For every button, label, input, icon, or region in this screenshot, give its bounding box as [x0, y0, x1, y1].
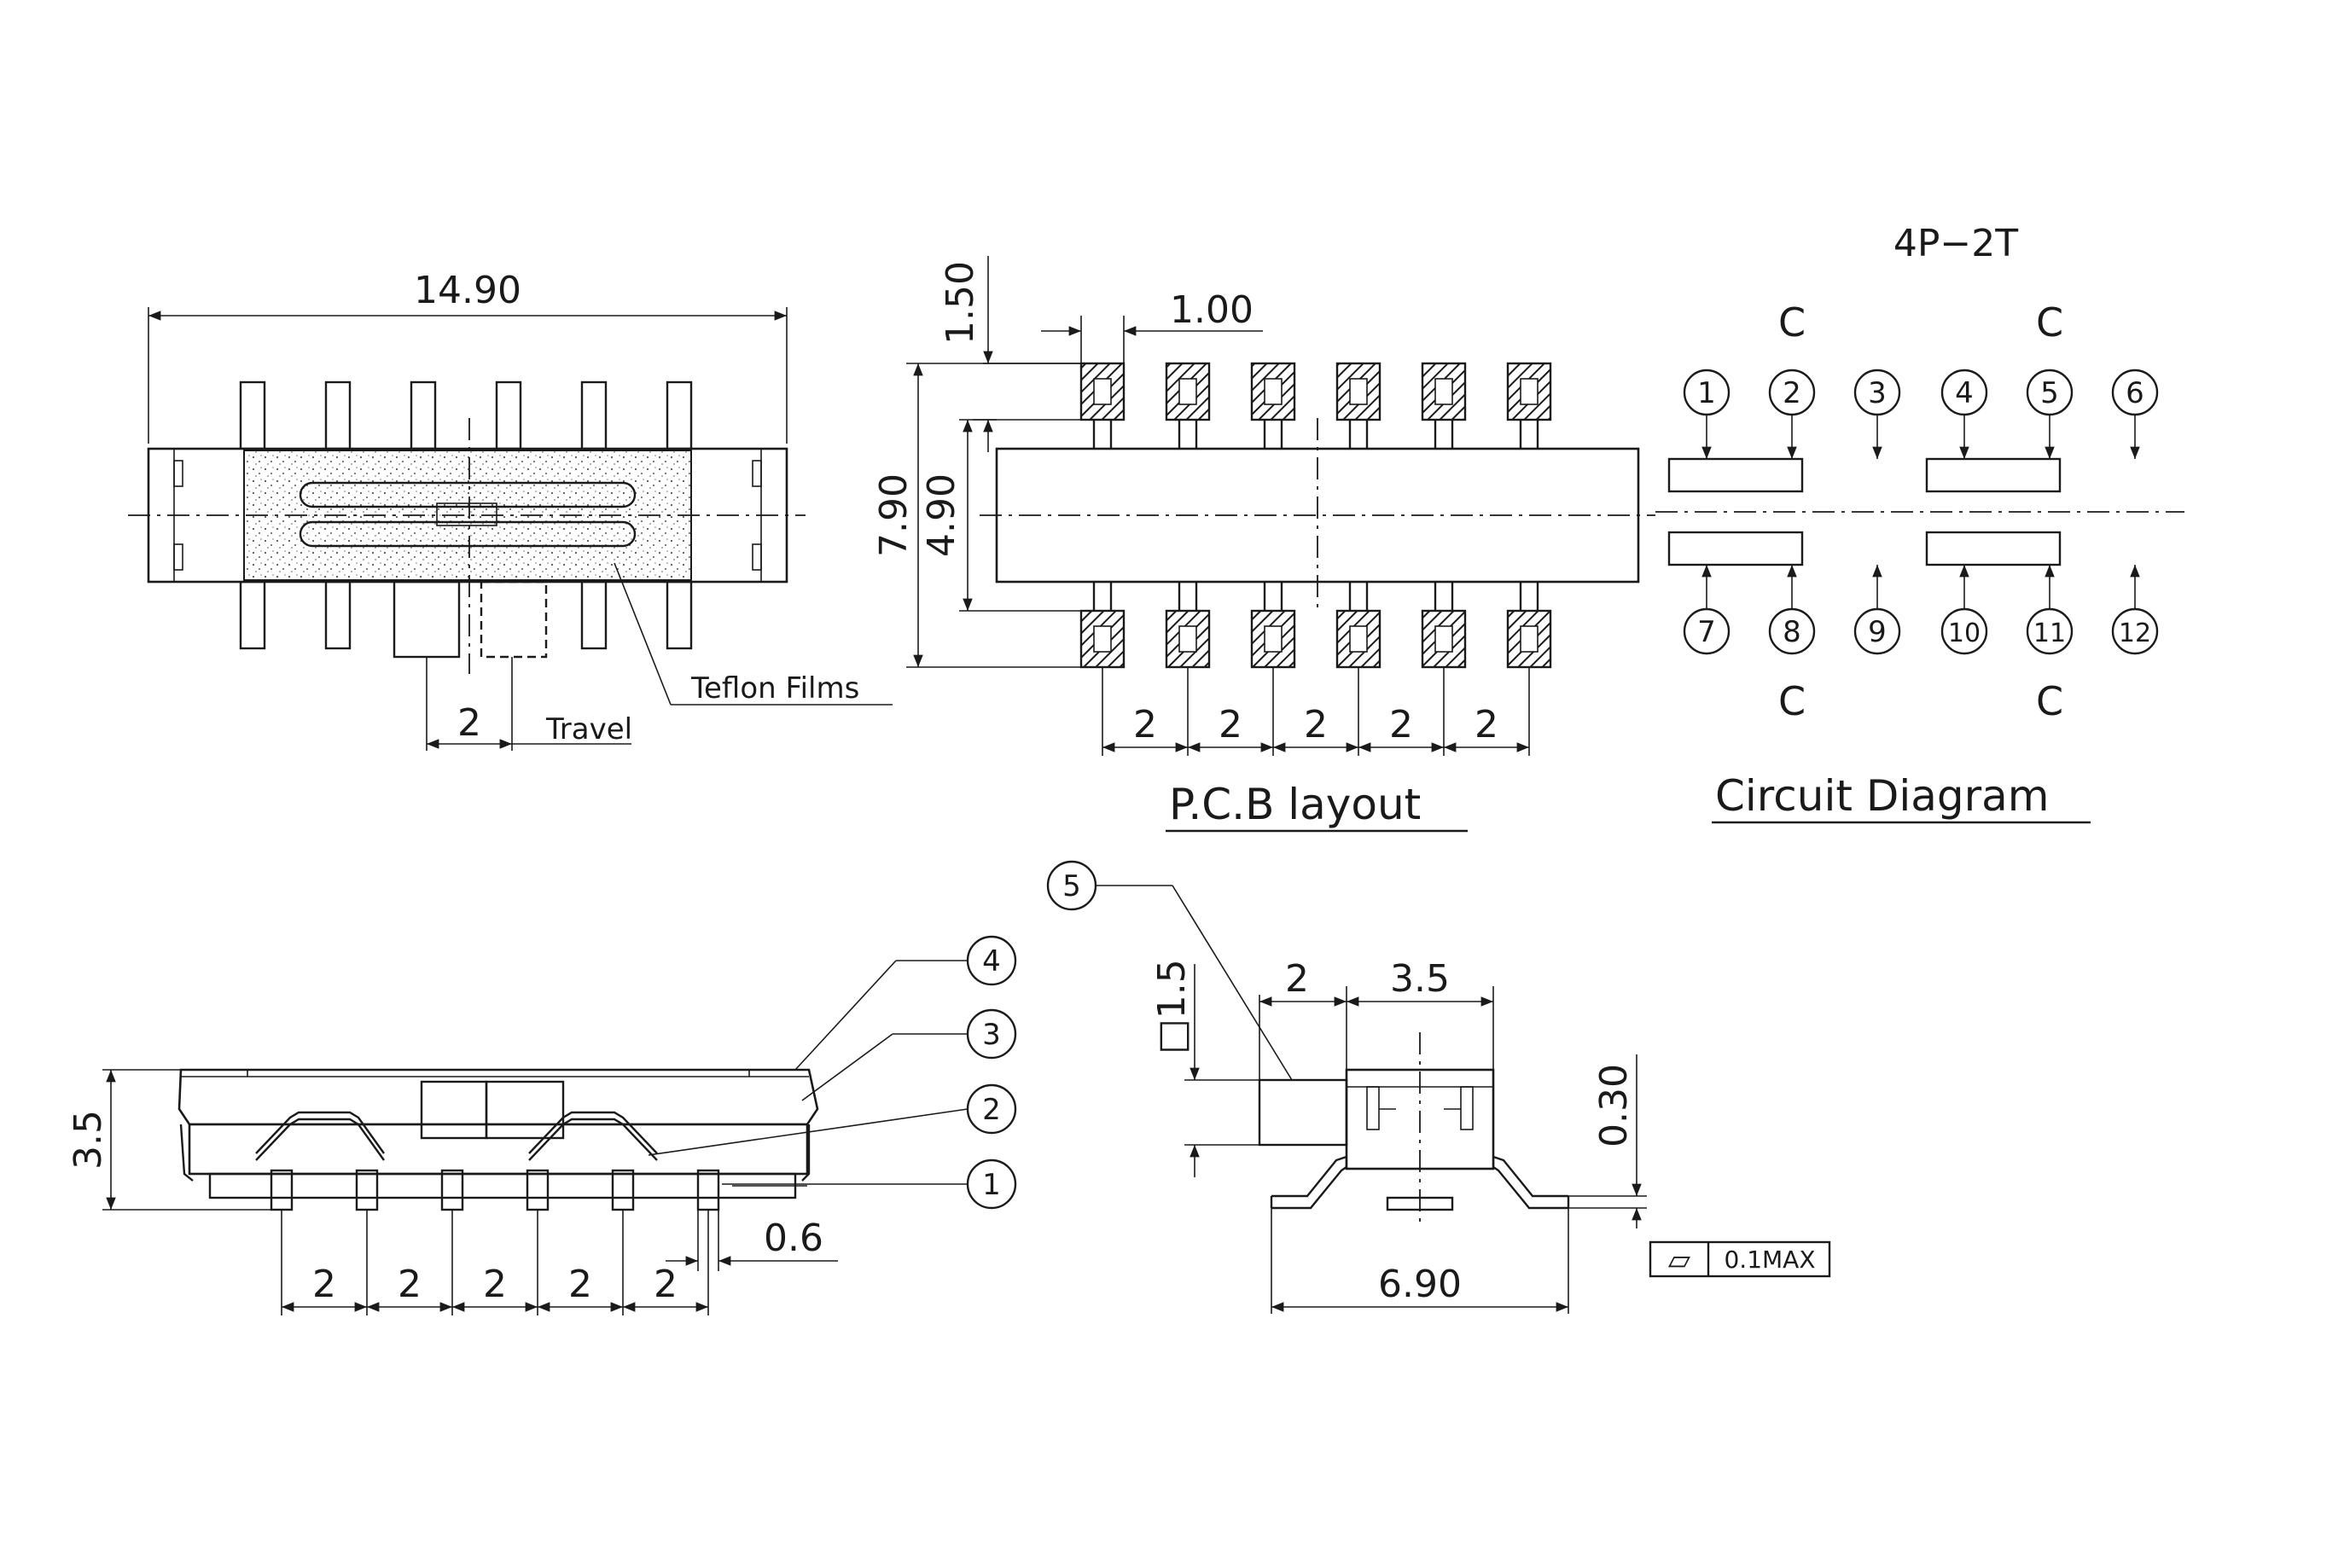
side-pitch-dim-3: 2: [483, 1263, 507, 1306]
pcb-pitch-dim-1: 2: [1133, 703, 1157, 746]
pcb-pitch-top-dim: 1.00: [1170, 288, 1254, 332]
top-view-upper-pins: [239, 380, 693, 450]
circuit-config: 4P−2T: [1893, 222, 2018, 265]
pin-7-label: 7: [1697, 615, 1716, 649]
callout-3: 3: [982, 1018, 1001, 1052]
contact-bar-top-right: [1925, 457, 2062, 493]
pin-4-label: 4: [1955, 376, 1974, 410]
pin-8-label: 8: [1783, 615, 1801, 649]
side-pitch-dim-1: 2: [312, 1263, 336, 1306]
pin-2-label: 2: [1783, 376, 1801, 410]
circuit-top-pins: 1 2 3 4 5 6: [1683, 369, 2159, 416]
contact-bar-bottom-left: [1667, 531, 1804, 566]
side-pitch-dim-4: 2: [568, 1263, 592, 1306]
circuit-diagram: 4P−2T C C C C 1 2 3 4 5 6 7 8 9 10 11 12: [1655, 222, 2184, 824]
pcb-layout-title: P.C.B layout: [1169, 780, 1421, 829]
end-view-actuator: [1258, 1078, 1348, 1147]
overall-width-dim: 6.90: [1378, 1263, 1462, 1306]
actuator-width-dim: 2: [1285, 957, 1309, 1001]
pcb-top-pads: [1079, 362, 1552, 421]
pin-1-label: 1: [1697, 376, 1716, 410]
pcb-layout: 1.00 1.50 7.90 4.90 2 2 2 2 2 P.C.: [872, 256, 1655, 833]
pin-10-label: 10: [1948, 618, 1981, 648]
pcb-leads: [1092, 418, 1539, 613]
travel-dim: 2: [457, 701, 481, 745]
top-view-width-dim: 14.90: [414, 269, 521, 312]
pcb-bottom-pads: [1079, 609, 1552, 669]
travel-label: Travel: [545, 712, 632, 746]
pcb-pitch-dim-4: 2: [1389, 703, 1413, 746]
side-pitch-dim-2: 2: [398, 1263, 422, 1306]
lead-thickness-dim: 0.30: [1592, 1064, 1636, 1147]
end-view: 5 2 3.5 □1.5 0.30 6.90 ▱ 0.1MAX: [1046, 860, 1831, 1314]
side-view-base: [188, 1123, 809, 1176]
pcb-pitch-dim-5: 2: [1475, 703, 1498, 746]
top-view: 14.90: [128, 269, 893, 751]
pin-9-label: 9: [1868, 615, 1887, 649]
pcb-pitch-dim-3: 2: [1304, 703, 1328, 746]
callout-1: 1: [982, 1168, 1001, 1202]
side-view: 3.5 2 2 2 2 2 0.6 4 3: [67, 935, 1017, 1315]
teflon-films-label: Teflon Films: [690, 671, 859, 706]
teflon-film: [243, 450, 692, 581]
pcb-pad-len-dim: 1.50: [939, 261, 982, 345]
pin-5-label: 5: [2040, 376, 2059, 410]
side-view-callouts: 4 3 2 1: [648, 935, 1017, 1210]
contact-bar-bottom-right: [1925, 531, 2062, 566]
slider-actuator: [393, 580, 461, 659]
pcb-overall-height-dim: 7.90: [872, 473, 916, 557]
common-label-top-left: C: [1778, 299, 1806, 346]
contact-bar-top-left: [1667, 457, 1804, 493]
common-label-bottom-left: C: [1778, 678, 1806, 724]
flatness-frame: [1649, 1240, 1831, 1278]
flatness-symbol: ▱: [1668, 1243, 1691, 1277]
circuit-diagram-title: Circuit Diagram: [1715, 771, 2050, 821]
flatness-value: 0.1MAX: [1724, 1246, 1815, 1274]
callout-2: 2: [982, 1093, 1001, 1127]
pcb-inner-height-dim: 4.90: [920, 473, 963, 557]
common-label-bottom-right: C: [2036, 678, 2063, 724]
lead-width-dim: 0.6: [764, 1217, 823, 1260]
pin-3-label: 3: [1868, 376, 1887, 410]
side-view-height-dim: 3.5: [67, 1110, 110, 1170]
side-view-cover: [177, 1068, 819, 1126]
actuator-height-dim: □1.5: [1150, 959, 1194, 1054]
common-label-top-right: C: [2036, 299, 2063, 346]
pin-12-label: 12: [2119, 618, 2151, 648]
pin-6-label: 6: [2126, 376, 2144, 410]
callout-4: 4: [982, 944, 1001, 979]
side-view-leads: [270, 1169, 720, 1211]
callout-5: 5: [1062, 869, 1081, 903]
side-pitch-dim-5: 2: [654, 1263, 678, 1306]
body-width-dim: 3.5: [1390, 957, 1450, 1001]
circuit-bottom-pins: 7 8 9 10 11 12: [1683, 607, 2159, 655]
pin-11-label: 11: [2033, 618, 2066, 648]
pcb-pitch-dim-2: 2: [1219, 703, 1242, 746]
top-view-lower-pins: [239, 580, 693, 650]
